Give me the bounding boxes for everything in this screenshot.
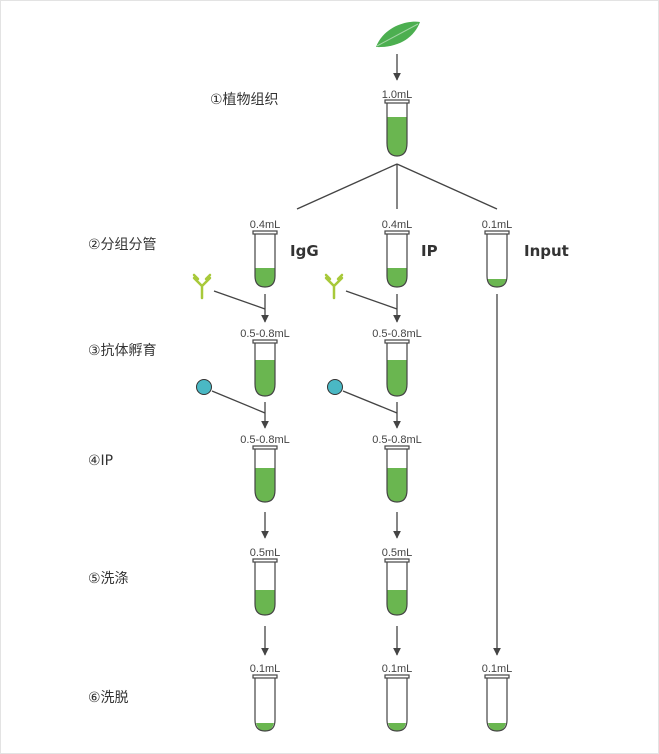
volume-igg-antibody: 0.5-0.8mL xyxy=(240,328,290,340)
antibody-line-igg xyxy=(213,290,266,310)
column-label-ip: IP xyxy=(421,242,438,260)
tube-igg-split xyxy=(252,230,278,288)
step-label-tissue: ①植物组织 xyxy=(210,92,279,108)
tube-ip-ip xyxy=(384,445,410,503)
volume-start: 1.0mL xyxy=(382,89,413,101)
tube-ip-elute xyxy=(384,674,410,732)
tube-igg-ip xyxy=(252,445,278,503)
bead-line-ip xyxy=(342,390,398,414)
antibody-line-ip xyxy=(345,290,398,310)
volume-igg-split: 0.4mL xyxy=(250,219,281,231)
step-label-antibody: ③抗体孵育 xyxy=(88,343,157,359)
volume-igg-elute: 0.1mL xyxy=(250,663,281,675)
volume-ip-ip: 0.5-0.8mL xyxy=(372,434,422,446)
column-label-input: Input xyxy=(524,242,569,260)
volume-igg-wash: 0.5mL xyxy=(250,547,281,559)
split-lines xyxy=(296,163,498,210)
volume-igg-ip: 0.5-0.8mL xyxy=(240,434,290,446)
tube-igg-wash xyxy=(252,558,278,616)
volume-ip-elute: 0.1mL xyxy=(382,663,413,675)
step-label-wash: ⑤洗涤 xyxy=(88,571,129,587)
bead-icon xyxy=(196,379,212,395)
step-label-split: ②分组分管 xyxy=(88,237,157,253)
tube-ip-antibody xyxy=(384,339,410,397)
volume-input-split: 0.1mL xyxy=(482,219,513,231)
tube-ip-wash xyxy=(384,558,410,616)
tube-start xyxy=(384,99,410,157)
tube-igg-antibody xyxy=(252,339,278,397)
tube-igg-elute xyxy=(252,674,278,732)
tube-ip-split xyxy=(384,230,410,288)
step-label-ip: ④IP xyxy=(88,453,113,469)
bead-icon xyxy=(327,379,343,395)
volume-ip-split: 0.4mL xyxy=(382,219,413,231)
volume-input-elute: 0.1mL xyxy=(482,663,513,675)
leaf-icon xyxy=(376,21,420,48)
bead-line-igg xyxy=(211,390,266,414)
volume-ip-antibody: 0.5-0.8mL xyxy=(372,328,422,340)
column-label-igg: IgG xyxy=(290,242,319,260)
tube-input-elute xyxy=(484,674,510,732)
tube-input-split xyxy=(484,230,510,288)
volume-ip-wash: 0.5mL xyxy=(382,547,413,559)
antibody-icon xyxy=(192,273,212,300)
step-label-elute: ⑥洗脱 xyxy=(88,690,129,706)
antibody-icon xyxy=(324,273,344,300)
